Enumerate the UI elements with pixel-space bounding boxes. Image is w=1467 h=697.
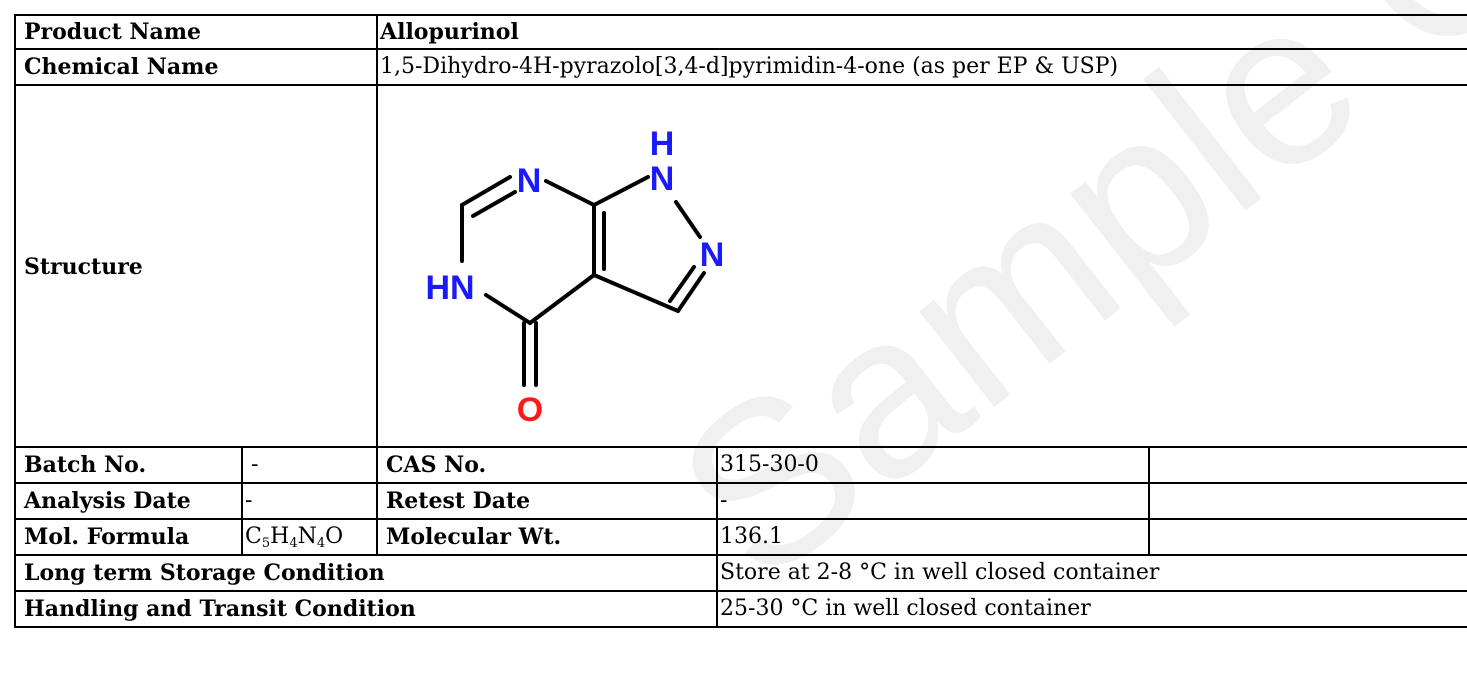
row-chemical-name: Chemical Name 1,5-Dihydro-4H-pyrazolo[3,… <box>13 48 1467 86</box>
product-name-label: Product Name <box>13 14 379 50</box>
structure-image-cell: N H N N HN O <box>376 84 1467 448</box>
retest-date-label: Retest Date <box>376 482 719 520</box>
atom-nh-h: H <box>650 125 675 163</box>
formula-c: C <box>245 523 262 549</box>
handling-value: 25-30 °C in well closed container <box>716 590 1467 628</box>
cas-no-value: 315-30-0 <box>716 446 1151 484</box>
product-name-value: Allopurinol <box>376 14 1467 50</box>
coa-table: Product Name Allopurinol Chemical Name 1… <box>13 14 1467 628</box>
row-structure: Structure <box>13 84 1467 448</box>
row-handling: Handling and Transit Condition 25-30 °C … <box>13 590 1467 628</box>
formula-n-count: 4 <box>316 535 326 551</box>
storage-label: Long term Storage Condition <box>13 554 719 592</box>
allopurinol-structure: N H N N HN O <box>425 125 725 429</box>
mol-formula-value: C5H4N4O <box>240 518 379 556</box>
chemical-name-value: 1,5-Dihydro-4H-pyrazolo[3,4-d]pyrimidin-… <box>376 48 1467 86</box>
handling-label: Handling and Transit Condition <box>13 590 719 628</box>
analysis-date-value: - <box>240 482 379 520</box>
atom-hn: HN <box>425 269 474 307</box>
empty-cell <box>1148 518 1467 556</box>
row-product-name: Product Name Allopurinol <box>13 14 1467 50</box>
atom-o: O <box>517 391 543 429</box>
molecular-wt-label: Molecular Wt. <box>376 518 719 556</box>
batch-no-label: Batch No. <box>14 446 243 484</box>
molecular-wt-value: 136.1 <box>716 518 1151 556</box>
mol-formula-label: Mol. Formula <box>14 518 243 556</box>
formula-h: H <box>270 523 290 549</box>
formula-c-count: 5 <box>261 535 271 551</box>
atom-nh-n: N <box>650 160 675 198</box>
chemical-name-label: Chemical Name <box>13 48 379 86</box>
atom-n-top: N <box>517 162 542 200</box>
structure-label: Structure <box>13 84 379 448</box>
retest-date-value: - <box>716 482 1151 520</box>
formula-n: N <box>297 523 317 549</box>
row-formula-molwt: Mol. Formula C5H4N4O Molecular Wt. 136.1 <box>14 518 1467 556</box>
formula-o: O <box>325 523 344 549</box>
row-batch-cas: Batch No. - CAS No. 315-30-0 <box>14 446 1467 484</box>
row-storage: Long term Storage Condition Store at 2-8… <box>13 554 1467 592</box>
empty-cell <box>1148 482 1467 520</box>
cas-no-label: CAS No. <box>376 446 719 484</box>
analysis-date-label: Analysis Date <box>14 482 243 520</box>
atom-n-right: N <box>700 236 725 274</box>
batch-no-value: - <box>240 446 379 484</box>
row-analysis-retest: Analysis Date - Retest Date - <box>14 482 1467 520</box>
empty-cell <box>1148 446 1467 484</box>
formula-h-count: 4 <box>289 535 298 551</box>
storage-value: Store at 2-8 °C in well closed container <box>716 554 1467 592</box>
